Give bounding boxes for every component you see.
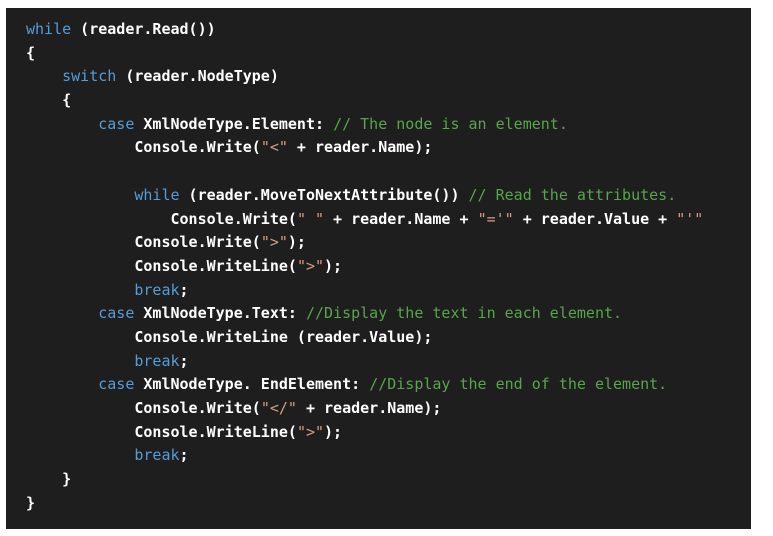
code-line: } (26, 468, 703, 492)
code-token: ); (324, 422, 343, 441)
code-line: Console.WriteLine (reader.Value); (26, 326, 703, 350)
string-literal-token: "='" (477, 209, 514, 228)
string-literal-token: "'" (676, 209, 704, 228)
keyword-token: case (98, 304, 135, 323)
code-token: Console.WriteLine (reader.Value); (26, 327, 433, 346)
keyword-token: while (134, 185, 180, 204)
code-token: ; (179, 351, 189, 370)
code-token (26, 67, 62, 85)
code-line: case XmlNodeType.Text: //Display the tex… (26, 302, 703, 326)
code-block[interactable]: while (reader.Read()){ switch (reader.No… (26, 18, 703, 515)
code-line: while (reader.MoveToNextAttribute()) // … (26, 184, 703, 208)
code-token: Console.WriteLine( (26, 256, 297, 275)
code-token (26, 352, 134, 370)
keyword-token: break (134, 446, 180, 465)
code-line: Console.Write(">"); (26, 231, 703, 255)
code-token (26, 446, 134, 464)
code-token (26, 304, 98, 322)
code-token: (reader.NodeType) (116, 67, 279, 86)
code-line: break; (26, 444, 703, 468)
code-line: Console.WriteLine(">"); (26, 255, 703, 279)
code-line: Console.Write("<" + reader.Name); (26, 136, 703, 160)
code-token (26, 281, 134, 299)
string-literal-token: ">" (296, 422, 325, 441)
comment-token: // The node is an element. (333, 114, 568, 133)
string-literal-token: ">" (260, 233, 288, 252)
code-line: Console.Write("</" + reader.Name); (26, 397, 703, 421)
keyword-token: case (98, 375, 135, 394)
code-token: + reader.Value + (513, 209, 677, 228)
code-editor[interactable]: while (reader.Read()){ switch (reader.No… (6, 8, 751, 529)
code-line: Console.WriteLine(">"); (26, 421, 703, 445)
keyword-token: break (134, 280, 180, 299)
code-token (26, 375, 98, 393)
code-token: { (26, 43, 36, 62)
code-token: Console.Write( (26, 138, 261, 157)
keyword-token: case (98, 114, 135, 133)
code-line: { (26, 42, 703, 66)
code-token: } (26, 493, 36, 512)
comment-token: //Display the text in each element. (305, 304, 623, 323)
code-token: ; (179, 446, 189, 465)
code-line: Console.Write(" " + reader.Name + "='" +… (26, 208, 703, 232)
code-token: } (26, 470, 72, 489)
code-token: + reader.Name); (296, 399, 442, 417)
keyword-token: switch (62, 67, 117, 86)
code-token: { (26, 91, 72, 110)
keyword-token: while (26, 20, 72, 38)
code-line: } (26, 492, 703, 516)
code-token (26, 186, 134, 204)
code-token: (reader.Read()) (71, 20, 216, 38)
code-line (26, 160, 703, 184)
comment-token: //Display the end of the element. (369, 375, 668, 394)
code-token: XmlNodeType.Element: (134, 114, 334, 133)
code-token: (reader.MoveToNextAttribute()) (179, 185, 469, 204)
code-token: Console.WriteLine( (26, 422, 297, 441)
code-token: Console.Write( (26, 399, 261, 417)
comment-token: // Read the attributes. (468, 185, 677, 204)
string-literal-token: " " (296, 209, 325, 228)
code-token: ; (179, 280, 189, 299)
code-token: XmlNodeType. EndElement: (134, 375, 370, 394)
code-line: case XmlNodeType.Element: // The node is… (26, 113, 703, 137)
string-literal-token: "</" (260, 399, 297, 417)
code-token: + reader.Name); (287, 138, 433, 157)
code-line: switch (reader.NodeType) (26, 65, 703, 89)
code-line: break; (26, 350, 703, 374)
code-line: break; (26, 279, 703, 303)
code-token: ); (287, 233, 306, 252)
keyword-token: break (134, 351, 180, 370)
code-line: while (reader.Read()) (26, 18, 703, 42)
code-line: { (26, 89, 703, 113)
string-literal-token: ">" (296, 256, 325, 275)
code-token: ); (324, 256, 343, 275)
code-token: XmlNodeType.Text: (134, 304, 306, 323)
code-line: case XmlNodeType. EndElement: //Display … (26, 373, 703, 397)
code-token (26, 115, 98, 133)
code-token: + reader.Name + (324, 209, 478, 228)
string-literal-token: "<" (260, 138, 288, 157)
code-token: Console.Write( (26, 209, 297, 228)
code-token: Console.Write( (26, 233, 261, 252)
